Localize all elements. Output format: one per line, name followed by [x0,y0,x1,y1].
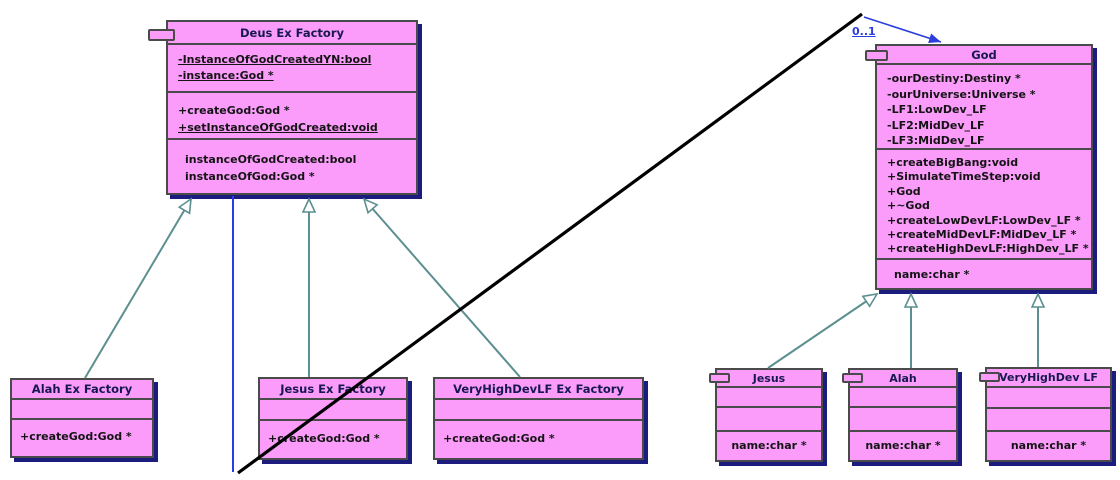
methods-compartment: +createGod:God * [435,421,642,458]
attributes-compartment [987,388,1110,409]
class-tab-icon [865,50,888,61]
class-method: +createBigBang:void [887,156,1019,169]
class-attribute: -instance:God * [178,69,274,82]
generalization-jesus-god[interactable] [767,294,877,369]
class-attribute: -ourDestiny:Destiny * [887,72,1021,85]
methods-compartment: +createGod:God * [12,420,152,456]
generalization-vhdlffactory-deusfactory[interactable] [364,199,521,378]
class-title: Alah Ex Factory [12,380,152,400]
class-tab-icon [709,373,730,383]
methods-compartment: +createGod:God * [260,421,406,458]
class-jesus[interactable]: Jesus name:char * [709,368,823,462]
class-method: +createGod:God * [443,432,555,445]
class-method: +SimulateTimeStep:void [887,170,1041,184]
class-method: +God [887,184,921,198]
class-method: +createMidDevLF:MidDev_LF * [887,228,1077,242]
attributes-compartment [435,400,642,421]
class-deus-ex-factory[interactable]: Deus Ex Factory -InstanceOfGodCreatedYN:… [148,20,418,195]
properties-compartment: name:char * [877,260,1091,288]
class-title: Jesus [717,370,821,388]
class-method: +createLowDevLF:LowDev_LF * [887,213,1081,227]
methods-compartment: +createBigBang:void +SimulateTimeStep:vo… [877,150,1091,260]
class-veryhighdev-lf[interactable]: VeryHighDev LF name:char * [979,367,1112,462]
class-title: VeryHighDevLF Ex Factory [435,379,642,400]
class-property: name:char * [865,439,941,452]
properties-compartment: instanceOfGodCreated:bool instanceOfGod:… [168,140,416,193]
class-title: Deus Ex Factory [168,22,416,45]
class-title: Alah [850,370,956,388]
class-property: instanceOfGod:God * [185,170,315,183]
multiplicity-label: 0..1 [852,25,876,38]
class-title: Jesus Ex Factory [260,379,406,400]
attributes-compartment: -InstanceOfGodCreatedYN:bool -instance:G… [168,45,416,93]
class-property: name:char * [894,268,970,281]
class-tab-icon [148,29,175,41]
class-property: name:char * [1010,439,1087,452]
methods-compartment [987,409,1110,432]
class-god[interactable]: God -ourDestiny:Destiny * -ourUniverse:U… [865,44,1093,290]
properties-compartment: name:char * [717,432,821,460]
class-attribute: -ourUniverse:Universe * [887,87,1036,101]
class-veryhighdevlf-ex-factory[interactable]: VeryHighDevLF Ex Factory +createGod:God … [433,377,644,460]
class-method: +createGod:God * [268,432,380,445]
methods-compartment: +createGod:God * +setInstanceOfGodCreate… [168,93,416,140]
class-jesus-ex-factory[interactable]: Jesus Ex Factory +createGod:God * [258,377,408,460]
class-title: VeryHighDev LF [987,369,1110,388]
class-tab-icon [979,372,1000,382]
class-attribute: -LF2:MidDev_LF [887,118,985,132]
class-title: God [877,46,1091,65]
properties-compartment: name:char * [987,432,1110,460]
class-attribute: -InstanceOfGodCreatedYN:bool [178,53,372,66]
class-method: +~God [887,199,930,213]
class-property: name:char * [731,439,807,452]
class-tab-icon [842,373,863,383]
methods-compartment [850,408,956,432]
attributes-compartment [260,400,406,421]
class-method: +createGod:God * [178,104,290,117]
class-method: +createGod:God * [20,430,132,443]
class-alah-ex-factory[interactable]: Alah Ex Factory +createGod:God * [10,378,154,458]
class-method: +createHighDevLF:HighDev_LF * [887,242,1089,256]
class-property: instanceOfGodCreated:bool [185,153,357,166]
attributes-compartment [717,388,821,408]
properties-compartment: name:char * [850,432,956,460]
generalization-alahfactory-deusfactory[interactable] [84,199,191,379]
methods-compartment [717,408,821,432]
attributes-compartment [850,388,956,408]
class-attribute: -LF1:LowDev_LF [887,103,987,116]
class-attribute: -LF3:MidDev_LF [887,134,985,147]
attributes-compartment: -ourDestiny:Destiny * -ourUniverse:Unive… [877,65,1091,150]
class-alah[interactable]: Alah name:char * [842,368,958,462]
attributes-compartment [12,400,152,420]
class-method: +setInstanceOfGodCreated:void [178,121,378,134]
